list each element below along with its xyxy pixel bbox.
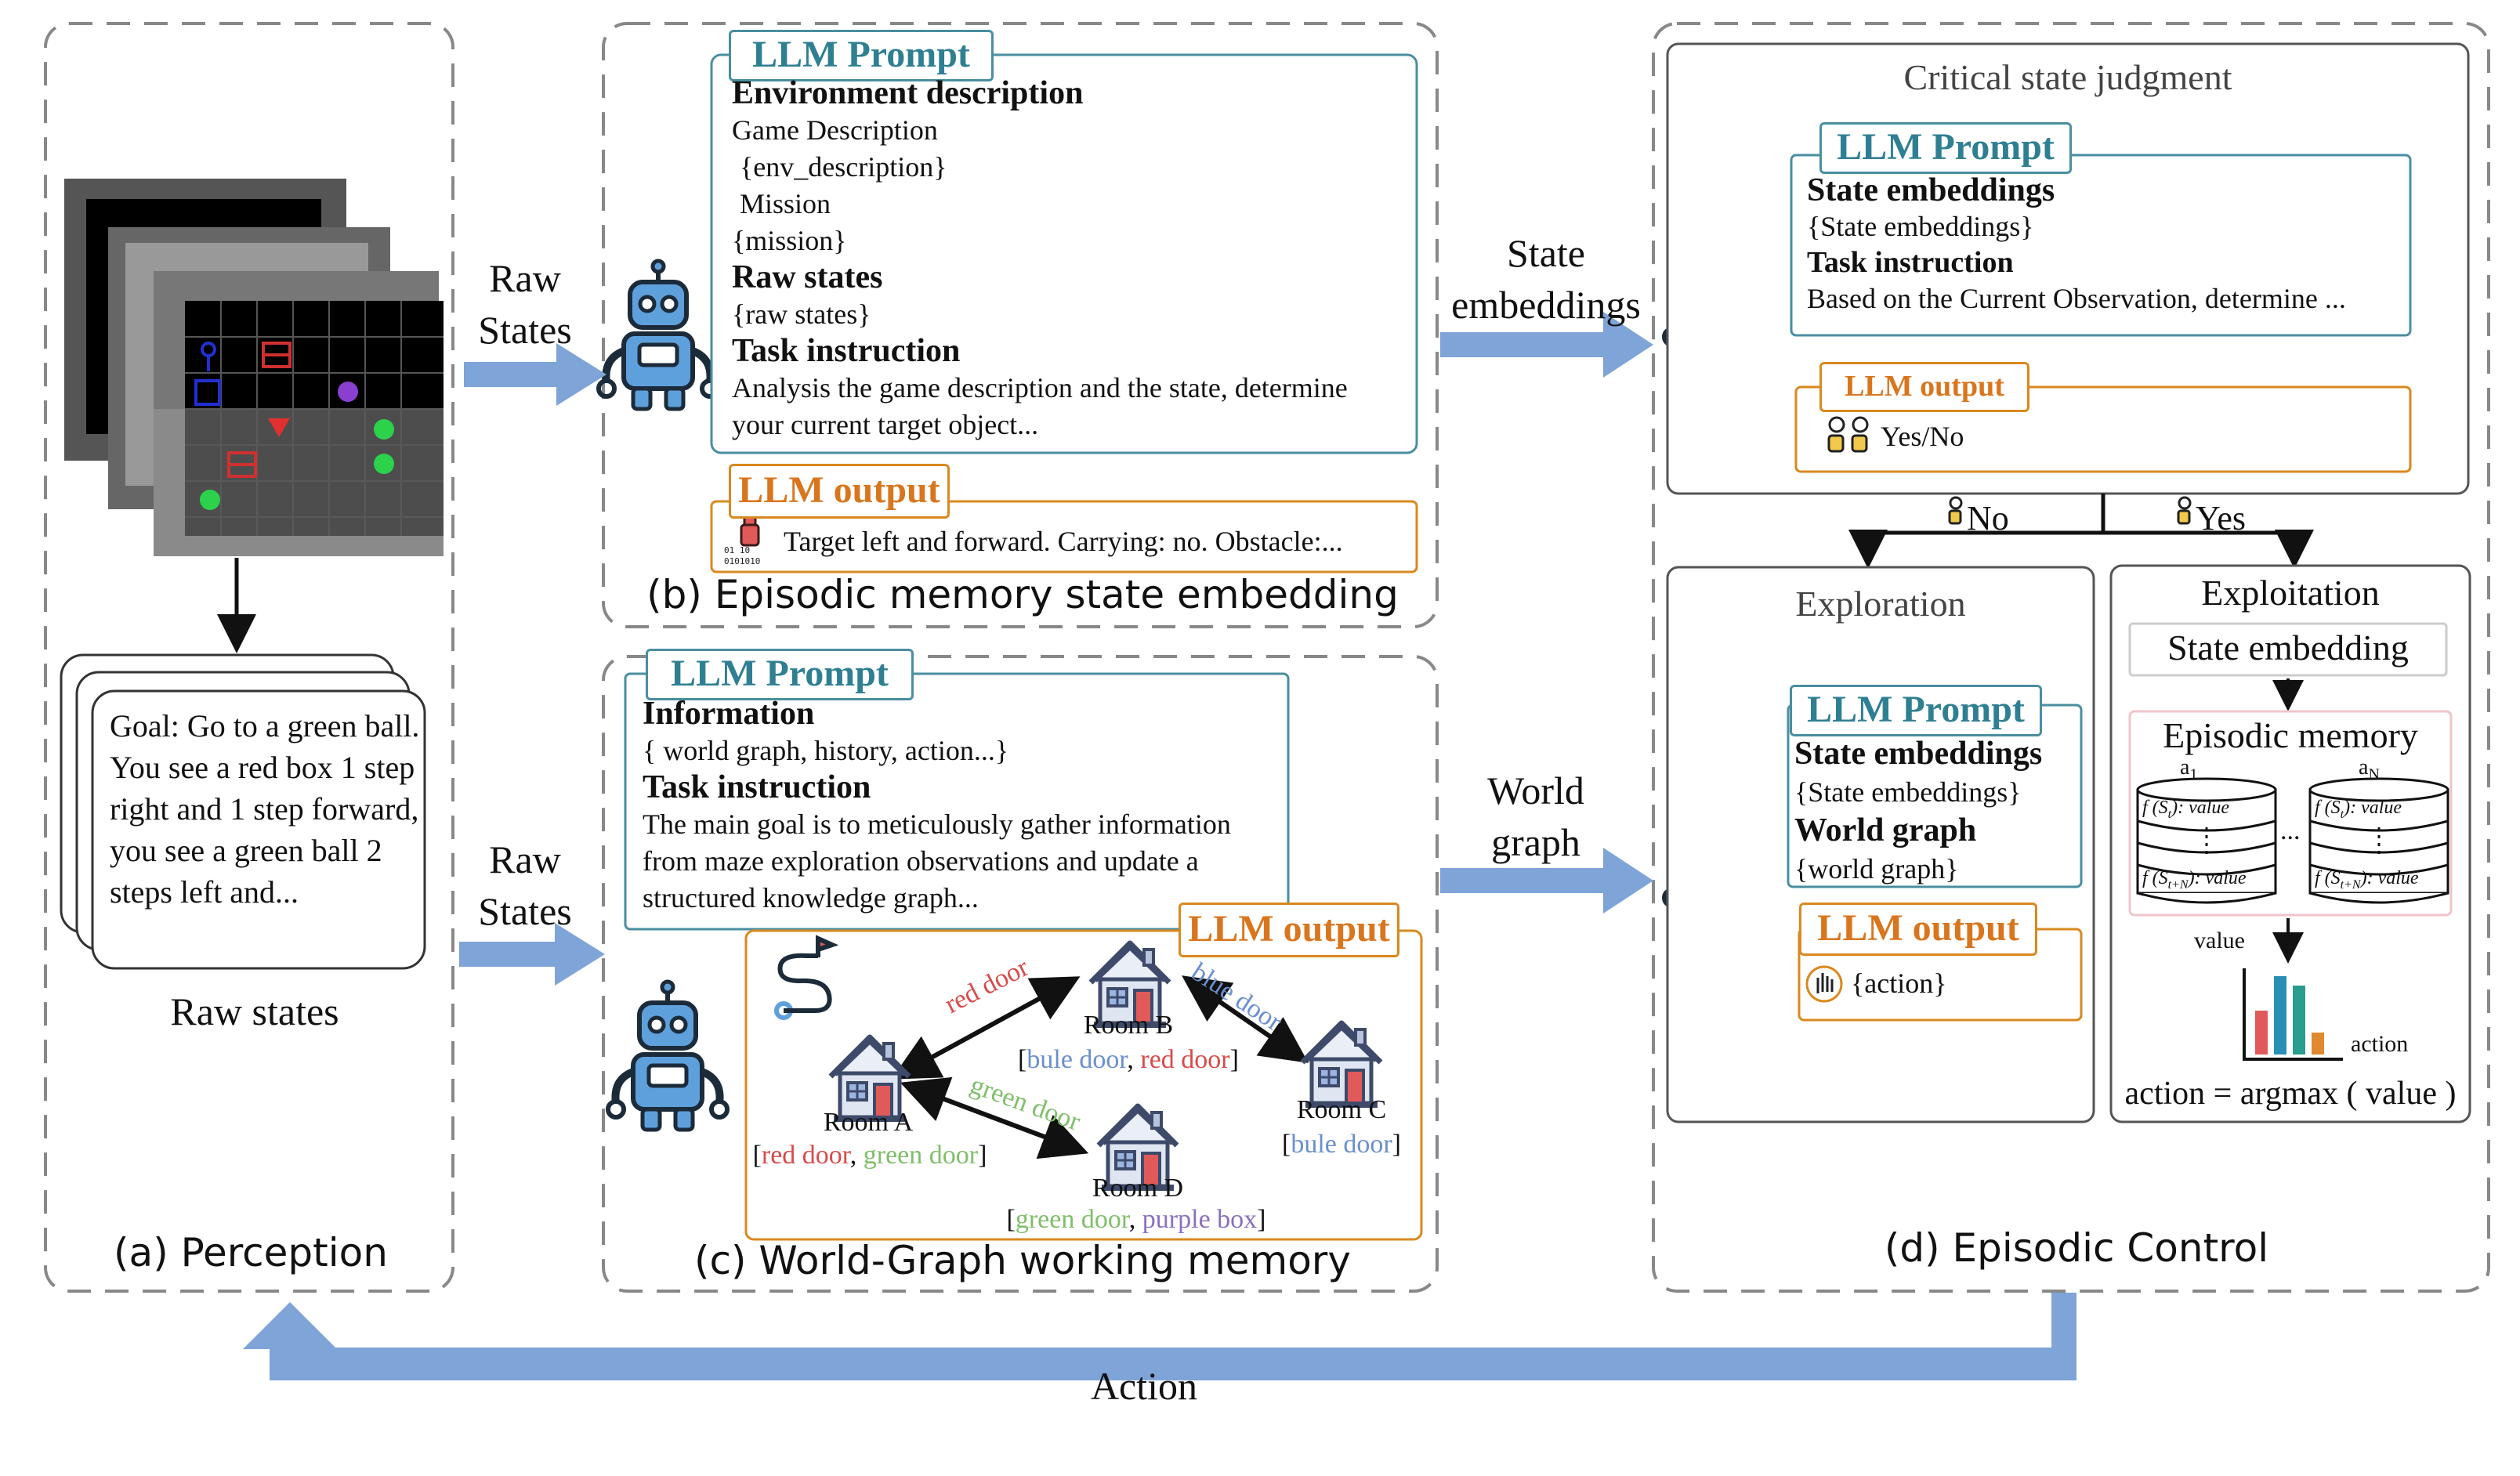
- database-cylinder-icon: [2136, 777, 2277, 904]
- critical-prompt-tag: LLM Prompt: [1819, 122, 2072, 174]
- aN-label: aN: [2359, 755, 2380, 783]
- exploration-prompt-content: State embeddings {State embeddings} Worl…: [1794, 736, 2043, 885]
- panel-b-output-tag: LLM output: [729, 464, 950, 519]
- exploration-title: Exploration: [1795, 584, 1966, 624]
- critical-output-text: Yes/No: [1881, 421, 1964, 452]
- panel-b-prompt-content: Environment description Game Description…: [732, 75, 1348, 440]
- room-a-label: Room A: [823, 1108, 914, 1137]
- argmax-formula: action = argmax ( value ): [2124, 1076, 2457, 1112]
- yes-no-icon: [1827, 416, 2192, 525]
- panel-b-output-text: Target left and forward. Carrying: no. O…: [784, 526, 1343, 557]
- database-cylinder-icon: [2308, 777, 2449, 904]
- panel-c-title: (c) World-Graph working memory: [694, 1238, 1351, 1283]
- svg-text:01 10: 01 10: [724, 545, 750, 555]
- raw-states-caption: Raw states: [170, 989, 339, 1033]
- panel-b-title: (b) Episodic memory state embedding: [646, 572, 1399, 617]
- panel-c-prompt-box: [624, 672, 1290, 931]
- obs-card-front: [91, 689, 426, 970]
- arrow-world-graph: [1440, 848, 1653, 913]
- robot-icon: [599, 261, 718, 409]
- critical-prompt-content: State embeddings {State embeddings} Task…: [1807, 172, 2346, 314]
- svg-text:0101010: 0101010: [724, 556, 760, 566]
- bar-chart-icon: [2243, 968, 2343, 1061]
- binary-robot-icon: 01 10 0101010: [724, 516, 760, 566]
- exploration-output-tag: LLM output: [1799, 903, 2037, 956]
- exploitation-title: Exploitation: [2201, 573, 2380, 613]
- edge-ab: [891, 976, 1081, 1080]
- memory-cell-bottom-n: f (St+N): value: [2315, 868, 2419, 892]
- memory-cell-bottom-1: f (St+N): value: [2142, 868, 2247, 892]
- branch-no-label: No: [1967, 499, 2009, 537]
- memory-dots: ...: [2280, 816, 2301, 845]
- room-b-label: Room B: [1083, 1011, 1174, 1040]
- value-axis-label: value: [2194, 928, 2245, 953]
- panel-b-output-box: [710, 500, 1418, 573]
- observation-text: Goal: Go to a green ball. You see a red …: [110, 708, 420, 910]
- room-c-items: [bule door]: [1281, 1130, 1401, 1159]
- panel-b-border: [602, 22, 1439, 628]
- state-embedding-box: [2128, 622, 2448, 677]
- action-label: Action: [1090, 1364, 1198, 1408]
- state-embedding-text: State embedding: [2167, 628, 2409, 667]
- panel-d-title: (d) Episodic Control: [1884, 1225, 2269, 1271]
- memory-cell-top-1: f (St): value: [2142, 798, 2230, 821]
- room-d-items: [green door, purple box]: [1006, 1205, 1266, 1234]
- panel-c-prompt-tag: LLM Prompt: [646, 649, 914, 700]
- hand-icon: [1805, 965, 1843, 1003]
- edge-ad: [900, 1076, 1089, 1159]
- panel-c-output-tag: LLM output: [1179, 903, 1399, 957]
- arrow-raw-states-bottom: [459, 923, 605, 986]
- room-a-items: [red door, green door]: [752, 1141, 987, 1170]
- branch-yes-label: Yes: [2196, 499, 2247, 537]
- panel-c-prompt-content: Information { world graph, history, acti…: [643, 696, 1231, 913]
- exploration-output-text: {action}: [1851, 968, 1947, 999]
- critical-output-tag: LLM output: [1819, 362, 2029, 412]
- episodic-memory-title: Episodic memory: [2163, 715, 2418, 755]
- panel-b-prompt-box: [710, 53, 1418, 454]
- edge-bc: [1182, 975, 1309, 1063]
- panel-d-border: [1652, 22, 2490, 1293]
- room-d-label: Room D: [1092, 1174, 1184, 1203]
- panel-a-title: (a) Perception: [114, 1230, 388, 1275]
- arrow-state-embeddings: [1440, 312, 1653, 378]
- room-c-label: Room C: [1296, 1095, 1387, 1124]
- robot-icon: [608, 982, 727, 1130]
- room-b-items: [bule door, red door]: [1018, 1045, 1239, 1074]
- critical-title: Critical state judgment: [1903, 57, 2232, 97]
- arrow-raw-states-top: [464, 343, 606, 406]
- a1-label: a1: [2180, 755, 2198, 783]
- panel-b-prompt-tag: LLM Prompt: [729, 30, 994, 81]
- critical-prompt-box: [1790, 154, 2412, 337]
- action-axis-label: action: [2351, 1031, 2409, 1057]
- memory-cell-top-n: f (St): value: [2315, 798, 2402, 821]
- exploration-prompt-tag: LLM Prompt: [1790, 685, 2042, 736]
- maze-grid-image: [64, 179, 444, 556]
- route-icon: [774, 935, 839, 1020]
- panel-c-border: [602, 655, 1439, 1293]
